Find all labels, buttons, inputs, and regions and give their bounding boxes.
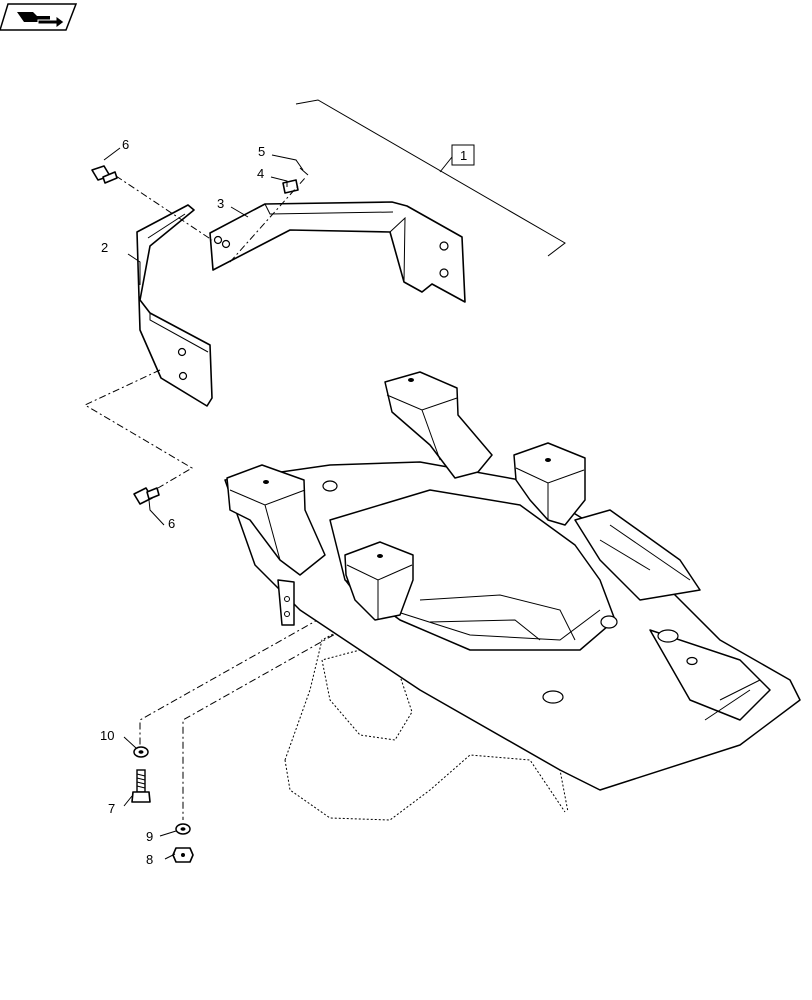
bracket-part-2 [136, 204, 213, 407]
washer-part-10 [133, 746, 149, 758]
centerlines [83, 175, 361, 820]
callout-9: 9 [146, 829, 153, 844]
washer-part-9 [175, 823, 191, 835]
main-frame [224, 371, 801, 821]
callout-1: 1 [460, 148, 467, 163]
mount-tower-right [513, 442, 586, 526]
callout-6-lower: 6 [168, 516, 175, 531]
nav-badge[interactable] [0, 3, 78, 31]
callout-7: 7 [108, 801, 115, 816]
callout-10: 10 [100, 728, 114, 743]
callout-1-box [451, 144, 475, 166]
callout-3: 3 [217, 196, 224, 211]
bolt-part-6-lower [133, 487, 160, 505]
nut-part-8 [172, 847, 194, 863]
callout-leaders [103, 147, 304, 860]
callout-8: 8 [146, 852, 153, 867]
pin-part-5 [299, 167, 309, 176]
assembly-bracket: 1 [295, 99, 566, 257]
callout-5: 5 [258, 144, 265, 159]
bolt-part-6-upper [91, 165, 118, 184]
mount-tower-left [226, 464, 326, 576]
bracket-part-3 [209, 201, 466, 303]
callout-4: 4 [257, 166, 264, 181]
book-arrow-icon [17, 12, 65, 29]
mount-tower-center [344, 541, 414, 621]
callout-6-upper: 6 [122, 137, 129, 152]
bolt-part-7 [131, 769, 151, 803]
mount-tower-rear [384, 371, 493, 479]
callout-2: 2 [101, 240, 108, 255]
clip-part-4 [282, 179, 299, 194]
